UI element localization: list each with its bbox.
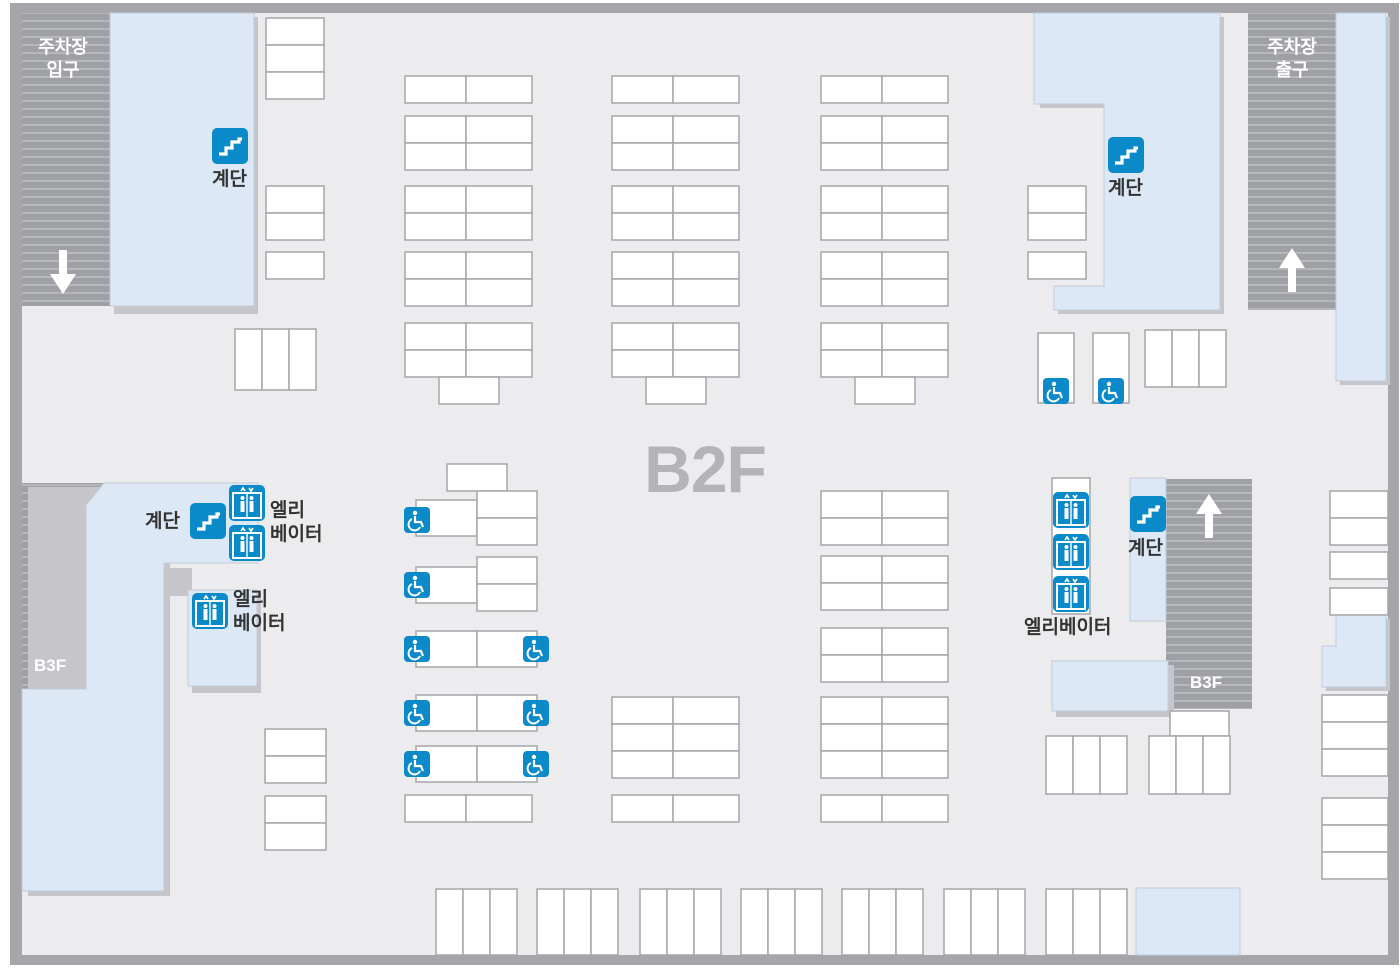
stairs-label: 계단: [1128, 538, 1163, 559]
wheelchair-icon: [402, 634, 432, 664]
elevator-label: 엘리 베이터: [270, 499, 322, 547]
floor-title: B2F: [644, 432, 767, 506]
exit-label-line2: 출구: [1275, 60, 1309, 80]
elevator-label: 엘리 베이터: [233, 588, 285, 636]
exit-label-line1: 주차장: [1267, 37, 1317, 57]
elevator-label-line1: 엘리: [270, 500, 305, 521]
stairs-icon: [1106, 135, 1146, 175]
elevator-icon: [228, 484, 266, 522]
stairs-label: 계단: [145, 511, 180, 532]
arrow-up-icon: [1196, 494, 1222, 538]
stairs-icon: [210, 126, 250, 166]
entrance-label-line1: 주차장: [38, 37, 88, 57]
wheelchair-icon: [402, 505, 432, 535]
elevator-icon: [191, 592, 229, 630]
wheelchair-icon: [1041, 376, 1071, 406]
stairs-label: 계단: [212, 169, 247, 190]
wheelchair-icon: [521, 634, 551, 664]
elevator-icon: [228, 524, 266, 562]
wheelchair-icon: [521, 698, 551, 728]
wheelchair-icon: [402, 749, 432, 779]
entrance-label-line2: 입구: [46, 60, 80, 80]
elevator-icon: [1052, 533, 1090, 571]
elevator-label-line2: 베이터: [270, 524, 323, 545]
ramp-level-right: B3F: [1190, 673, 1223, 692]
wheelchair-icon: [1096, 376, 1126, 406]
wheelchair-icon: [402, 698, 432, 728]
elevator-label: 엘리베이터: [1024, 617, 1112, 638]
arrow-up-icon: [1279, 248, 1305, 292]
entrance-label: 주차장 입구: [22, 36, 104, 82]
wheelchair-icon: [402, 570, 432, 600]
elevator-label-line2: 베이터: [233, 613, 286, 634]
stairs-icon: [188, 501, 228, 541]
ramp-level-left: B3F: [34, 656, 67, 675]
wheelchair-icon: [521, 749, 551, 779]
arrow-down-icon: [50, 250, 76, 294]
parking-stalls: [234, 17, 1389, 956]
stairs-icon: [1128, 494, 1168, 534]
elevator-icon: [1052, 575, 1090, 613]
stairs-label: 계단: [1108, 178, 1143, 199]
exit-label: 주차장 출구: [1250, 36, 1334, 82]
elevator-label-line1: 엘리: [233, 589, 268, 610]
elevator-icon: [1052, 491, 1090, 529]
